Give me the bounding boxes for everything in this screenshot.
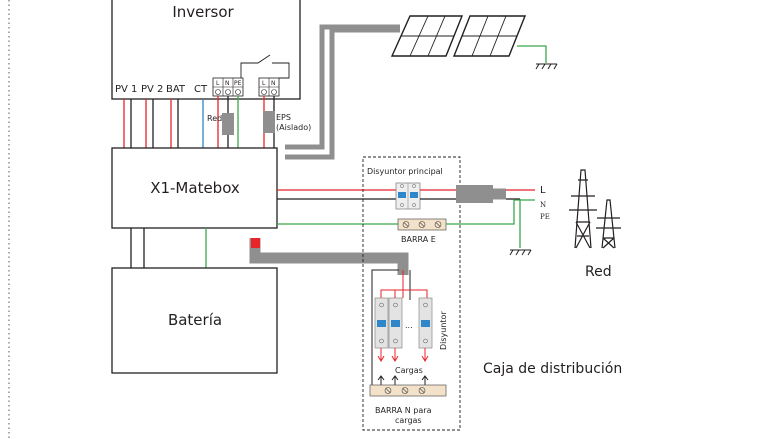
matebox-battery-wires [130, 228, 207, 268]
pv-ground-icon [535, 63, 558, 70]
grid-earth-wire [446, 199, 521, 248]
pv-ground-wire [517, 45, 547, 63]
battery: Batería [111, 267, 278, 374]
svg-text:L: L [216, 80, 220, 87]
main-breaker [395, 182, 421, 210]
eps-connector [263, 111, 275, 133]
earth-bar [397, 218, 447, 231]
breaker-grid-wires [420, 189, 456, 200]
solar-panels [390, 15, 558, 70]
loads-label: Cargas [395, 366, 423, 375]
earth-bar-label: BARRA E [401, 235, 436, 244]
load-cable [249, 238, 409, 275]
svg-text:N: N [225, 80, 230, 87]
neutral-bar-label-2: cargas [395, 416, 422, 425]
eps-connector-label-2: (Aislado) [276, 123, 311, 132]
branch-breaker-3 [418, 297, 433, 349]
line-label-PE: PE [540, 213, 550, 221]
port-pv1: PV 1 [115, 84, 137, 95]
grid-connector-label: Red [207, 114, 222, 123]
port-ct: CT [194, 84, 208, 95]
battery-title: Batería [168, 311, 222, 329]
line-label-L: L [540, 185, 546, 196]
svg-text:L: L [262, 80, 266, 87]
branch-breaker-2 [388, 297, 403, 349]
branch-breaker-1 [374, 297, 389, 349]
matebox: X1-Matebox [111, 147, 278, 229]
line-label-N: N [540, 201, 546, 209]
load-cable-inner-wires [371, 269, 411, 385]
matebox-grid-wires [277, 189, 411, 225]
inverter-title: Inversor [172, 3, 234, 21]
svg-text:N: N [271, 80, 276, 87]
grid-connector [222, 113, 234, 135]
distribution-box-label: Caja de distribución [483, 361, 622, 377]
pv-cable [285, 21, 402, 160]
main-breaker-label: Disyuntor principal [367, 167, 443, 176]
inverter: Inversor PV 1 PV 2 BAT CT L N PE L N [111, 0, 301, 100]
neutral-bar [369, 384, 447, 397]
eps-connector-label-1: EPS [276, 113, 291, 122]
port-pv2: PV 2 [141, 84, 163, 95]
breaker-feed-wires [380, 289, 428, 298]
neutral-bar-label-1: BARRA N para [375, 406, 432, 415]
port-bat: BAT [166, 84, 186, 95]
svg-text:PE: PE [234, 80, 242, 87]
inverter-matebox-wires [123, 96, 275, 148]
grid-ground-icon [509, 249, 532, 256]
breaker-label: Disyuntor [439, 311, 448, 350]
grid-terminal-block: L N PE [212, 77, 244, 97]
eps-terminal-block: L N [258, 77, 280, 97]
grid-cable [456, 185, 506, 203]
breaker-ellipsis: ... [405, 321, 413, 330]
load-arrows-red [377, 348, 429, 362]
matebox-title: X1-Matebox [150, 179, 240, 197]
internal-relay-switch [240, 54, 290, 79]
power-tower-icon [569, 169, 621, 249]
grid-label: Red [585, 264, 612, 280]
